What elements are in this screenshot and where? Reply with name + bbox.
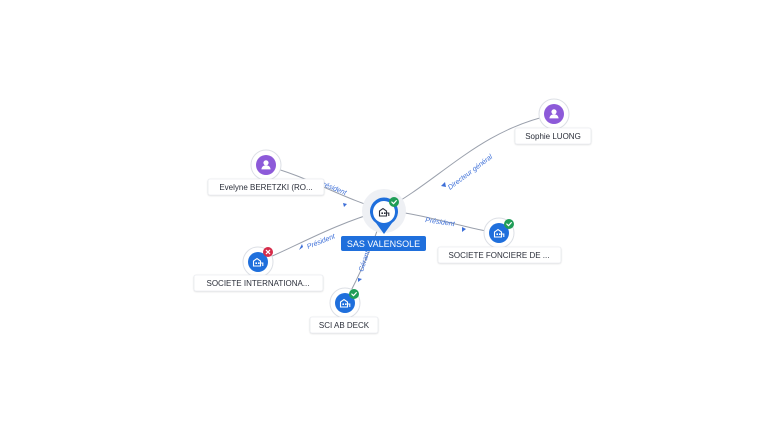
active-badge-icon	[389, 197, 399, 207]
company-avatar	[248, 252, 268, 272]
node-evelyne-beretzki[interactable]: Evelyne BERETZKI (RO...	[207, 149, 325, 196]
check-icon	[391, 200, 397, 205]
node-label-box	[309, 316, 379, 334]
edge-sophie[interactable]	[383, 114, 553, 211]
building-icon	[378, 207, 390, 217]
edge-label-sophie: Directeur général	[447, 153, 494, 191]
node-label-box	[193, 274, 324, 292]
check-icon	[351, 292, 357, 297]
edge-arrow-sophie	[441, 182, 446, 187]
pin-inner	[373, 201, 395, 223]
edge-label-internationale: Président	[306, 233, 337, 251]
edge-arrow-abdeck	[358, 278, 362, 282]
node-label: SOCIETE FONCIERE DE ...	[449, 251, 550, 260]
node-sci-ab-deck[interactable]: SCI AB DECK	[309, 287, 379, 334]
node-sas-valensole[interactable]: SAS VALENSOLE	[341, 189, 426, 251]
node-label: Sophie LUONG	[525, 132, 581, 141]
check-icon	[506, 222, 512, 227]
edge-arrow-fonciere	[462, 227, 466, 232]
edge-label-abdeck: Gérant	[358, 249, 372, 273]
edge-arrow-internationale	[299, 244, 303, 250]
node-label: SCI AB DECK	[319, 321, 370, 330]
active-badge-icon	[504, 219, 514, 229]
edge-arrow-evelyne	[343, 203, 347, 207]
node-societe-internationale[interactable]: SOCIETE INTERNATIONA...	[193, 246, 324, 292]
cross-icon	[265, 249, 271, 255]
node-label-box	[514, 127, 592, 145]
node-label: SOCIETE INTERNATIONA...	[207, 279, 310, 288]
center-label-box	[341, 236, 426, 251]
node-label-box	[437, 246, 562, 264]
node-label-box	[207, 178, 325, 196]
node-societe-fonciere[interactable]: SOCIETE FONCIERE DE ...	[437, 217, 562, 264]
node-sophie-luong[interactable]: Sophie LUONG	[514, 98, 592, 145]
node-label: Evelyne BERETZKI (RO...	[219, 183, 312, 192]
edge-label-fonciere: Président	[425, 217, 456, 228]
company-avatar	[335, 293, 355, 313]
center-label: SAS VALENSOLE	[347, 239, 420, 249]
active-badge-icon	[349, 289, 359, 299]
company-avatar	[489, 223, 509, 243]
